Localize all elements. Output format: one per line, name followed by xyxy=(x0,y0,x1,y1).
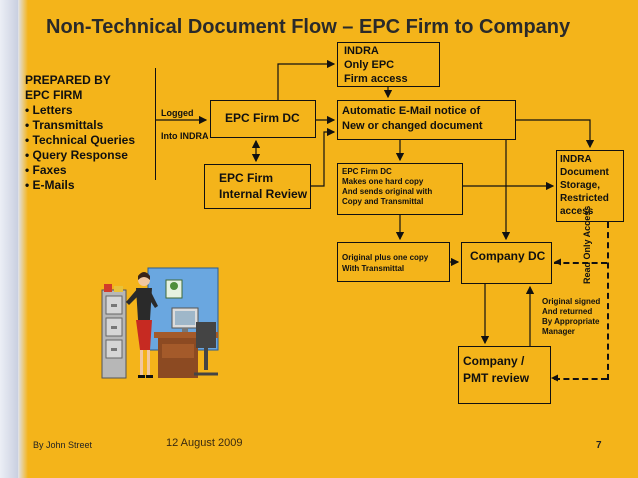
dashed-arrowhead-company-dc xyxy=(554,258,561,266)
indra-storage-line4: Restricted xyxy=(560,193,609,204)
prepared-by-subheading: EPC FIRM xyxy=(25,88,83,102)
indra-storage-line2: Document xyxy=(560,167,609,178)
original-copy-box: Original plus one copy With Transmittal xyxy=(337,242,450,282)
slide-title: Non-Technical Document Flow – EPC Firm t… xyxy=(46,16,571,38)
epc-internal-review-line1: EPC Firm xyxy=(219,171,274,185)
list-item: E-Mails xyxy=(25,178,135,193)
epc-internal-review-box: EPC Firm Internal Review xyxy=(204,164,311,209)
arrow-to-indra-epc xyxy=(277,59,336,100)
indra-epc-line1: INDRA xyxy=(344,45,379,57)
indra-storage-box: INDRA Document Storage, Restricted acces… xyxy=(556,150,624,222)
epc-dc-copy-box: EPC Firm DC Makes one hard copy And send… xyxy=(337,163,463,215)
arrow-review-to-email xyxy=(311,127,336,187)
indra-epc-line3: Firm access xyxy=(344,73,408,85)
original-copy-line2: With Transmittal xyxy=(342,264,405,273)
dashed-arrowhead-pmt xyxy=(551,374,558,382)
epc-dc-copy-line4: Copy and Transmittal xyxy=(342,197,424,206)
original-signed-line2: And returned xyxy=(542,307,593,316)
company-pmt-line1: Company / xyxy=(463,354,525,368)
list-item: Faxes xyxy=(25,163,135,178)
epc-dc-copy-line3: And sends original with xyxy=(342,187,433,196)
dashed-to-company-dc xyxy=(554,262,607,264)
original-signed-line3: By Appropriate xyxy=(542,317,600,326)
original-signed-line4: Manager xyxy=(542,327,575,336)
company-pmt-line2: PMT review xyxy=(463,371,530,385)
indra-epc-box: INDRA Only EPC Firm access xyxy=(337,42,440,87)
list-item: Technical Queries xyxy=(25,133,136,148)
into-indra-label: Into INDRA xyxy=(161,131,209,141)
prepared-by-list: Letters Transmittals Technical Queries Q… xyxy=(25,103,136,193)
auto-email-line1: Automatic E-Mail notice of xyxy=(342,105,481,117)
prepared-by-panel: PREPARED BY EPC FIRM Letters Transmittal… xyxy=(25,73,135,193)
indra-storage-line5: access xyxy=(560,206,594,217)
indra-storage-line3: Storage, xyxy=(560,180,601,191)
epc-dc-copy-line2: Makes one hard copy xyxy=(342,177,424,186)
prepared-by-heading: PREPARED BY xyxy=(25,73,111,87)
list-item: Query Response xyxy=(25,148,135,163)
footer-page-number: 7 xyxy=(596,440,602,451)
epc-firm-dc-label: EPC Firm DC xyxy=(225,111,300,125)
company-dc-label: Company DC xyxy=(470,249,546,263)
bracket-line xyxy=(155,68,156,180)
company-pmt-box: Company / PMT review xyxy=(458,346,551,404)
left-decor-fade xyxy=(18,0,28,478)
original-signed-line1: Original signed xyxy=(542,297,601,306)
office-worker-filing-cabinet-illustration xyxy=(101,267,219,379)
dashed-to-company-pmt xyxy=(554,378,607,380)
epc-firm-dc-box: EPC Firm DC xyxy=(210,100,316,138)
epc-dc-copy-line1: EPC Firm DC xyxy=(342,167,392,176)
logged-label: Logged xyxy=(161,108,194,118)
footer-author: By John Street xyxy=(33,440,93,450)
auto-email-box: Automatic E-Mail notice of New or change… xyxy=(337,100,516,140)
indra-epc-line2: Only EPC xyxy=(344,59,395,71)
list-item: Transmittals xyxy=(25,118,135,133)
original-copy-line1: Original plus one copy xyxy=(342,253,429,262)
auto-email-line2: New or changed document xyxy=(342,120,483,132)
arrow-email-to-storage xyxy=(516,119,595,149)
list-item: Letters xyxy=(25,103,135,118)
footer-date: 12 August 2009 xyxy=(166,437,243,449)
read-only-dashed-vertical xyxy=(607,222,609,380)
left-decor-band xyxy=(0,0,18,478)
indra-storage-line1: INDRA xyxy=(560,154,592,165)
company-dc-box: Company DC xyxy=(461,242,552,284)
epc-internal-review-line2: Internal Review xyxy=(219,187,308,201)
